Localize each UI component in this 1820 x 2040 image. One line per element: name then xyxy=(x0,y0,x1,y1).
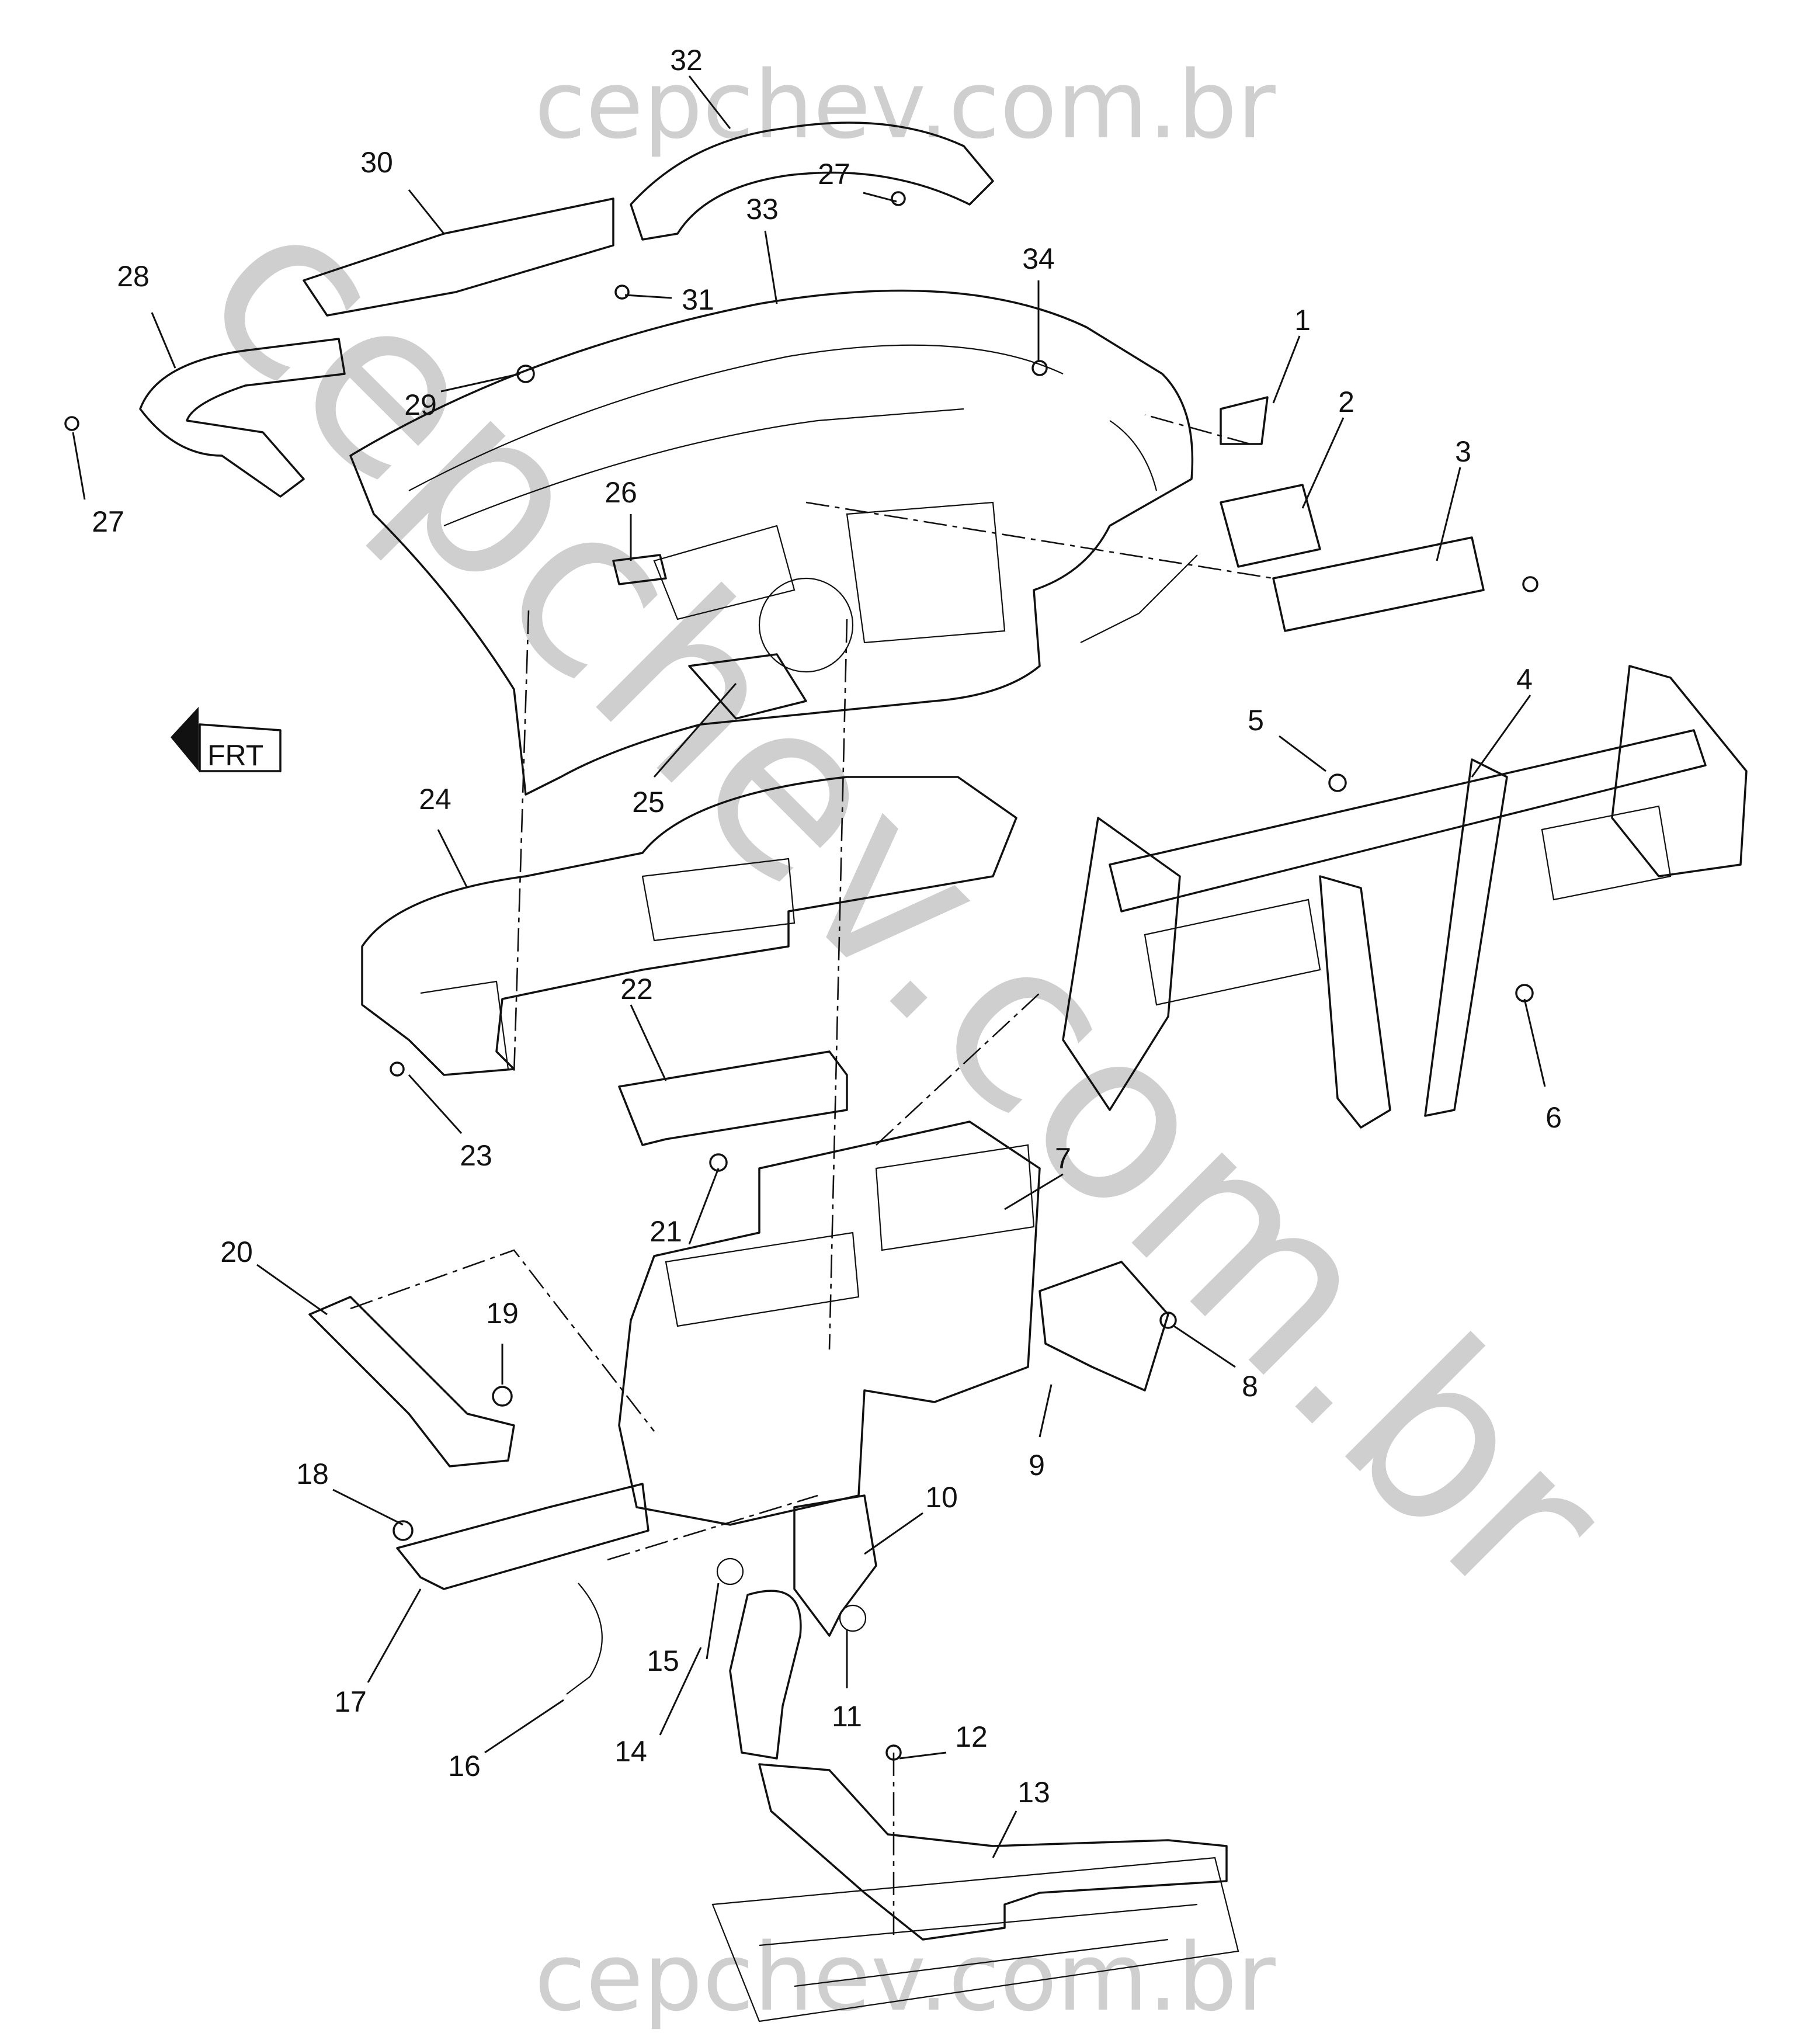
callout-5: 5 xyxy=(1248,704,1264,737)
callout-27-right: 27 xyxy=(818,158,850,190)
lower-left-duct xyxy=(361,776,1017,1076)
front-label: FRT xyxy=(207,739,263,772)
callout-15: 15 xyxy=(647,1645,679,1677)
front-arrow-icon xyxy=(171,707,199,771)
callout-labels: 1 2 3 4 5 6 7 8 9 10 11 12 13 14 15 16 1… xyxy=(92,44,1562,1809)
callout-2: 2 xyxy=(1338,386,1354,418)
callout-26: 26 xyxy=(605,476,637,509)
watermark-bottom: cepchev.com.br xyxy=(534,1923,1276,2032)
callout-11: 11 xyxy=(832,1700,862,1733)
callout-31: 31 xyxy=(682,283,714,316)
callout-25: 25 xyxy=(632,786,665,818)
callout-24: 24 xyxy=(419,783,451,816)
callout-14: 14 xyxy=(614,1735,647,1768)
callout-6: 6 xyxy=(1545,1101,1562,1134)
callout-12: 12 xyxy=(955,1720,988,1753)
cross-car-beam xyxy=(1062,665,1748,1129)
callout-29: 29 xyxy=(404,388,437,421)
watermark-diagonal: cepchev.com.br xyxy=(154,151,1658,1655)
callout-17: 17 xyxy=(334,1685,367,1718)
lower-ducts xyxy=(308,1296,1228,1941)
floor-pan xyxy=(711,1857,1239,2022)
fasteners xyxy=(64,191,1538,1761)
callout-27-left: 27 xyxy=(92,505,124,538)
callout-4: 4 xyxy=(1516,663,1533,696)
callout-34: 34 xyxy=(1022,242,1055,275)
callout-3: 3 xyxy=(1455,435,1471,468)
front-indicator: FRT xyxy=(171,707,282,772)
callout-23: 23 xyxy=(460,1139,492,1172)
callout-7: 7 xyxy=(1055,1142,1071,1175)
callout-21: 21 xyxy=(649,1215,682,1248)
instrument-panel xyxy=(349,289,1198,796)
leader-lines xyxy=(72,75,1546,1858)
watermark-top: cepchev.com.br xyxy=(534,50,1276,159)
callout-28: 28 xyxy=(117,260,150,293)
callout-1: 1 xyxy=(1294,304,1311,336)
callout-9: 9 xyxy=(1029,1449,1045,1482)
callout-18: 18 xyxy=(296,1458,329,1490)
callout-33: 33 xyxy=(746,193,779,225)
callout-22: 22 xyxy=(620,973,653,1005)
callout-16: 16 xyxy=(448,1750,481,1782)
callout-8: 8 xyxy=(1242,1370,1258,1403)
callout-19: 19 xyxy=(486,1297,519,1330)
phantom-lines xyxy=(350,414,1274,1940)
callout-10: 10 xyxy=(925,1481,958,1514)
callout-32: 32 xyxy=(670,44,703,77)
callout-30: 30 xyxy=(360,146,393,179)
callout-13: 13 xyxy=(1017,1776,1050,1809)
callout-20: 20 xyxy=(220,1236,253,1268)
hvac-module xyxy=(618,1050,1169,1526)
